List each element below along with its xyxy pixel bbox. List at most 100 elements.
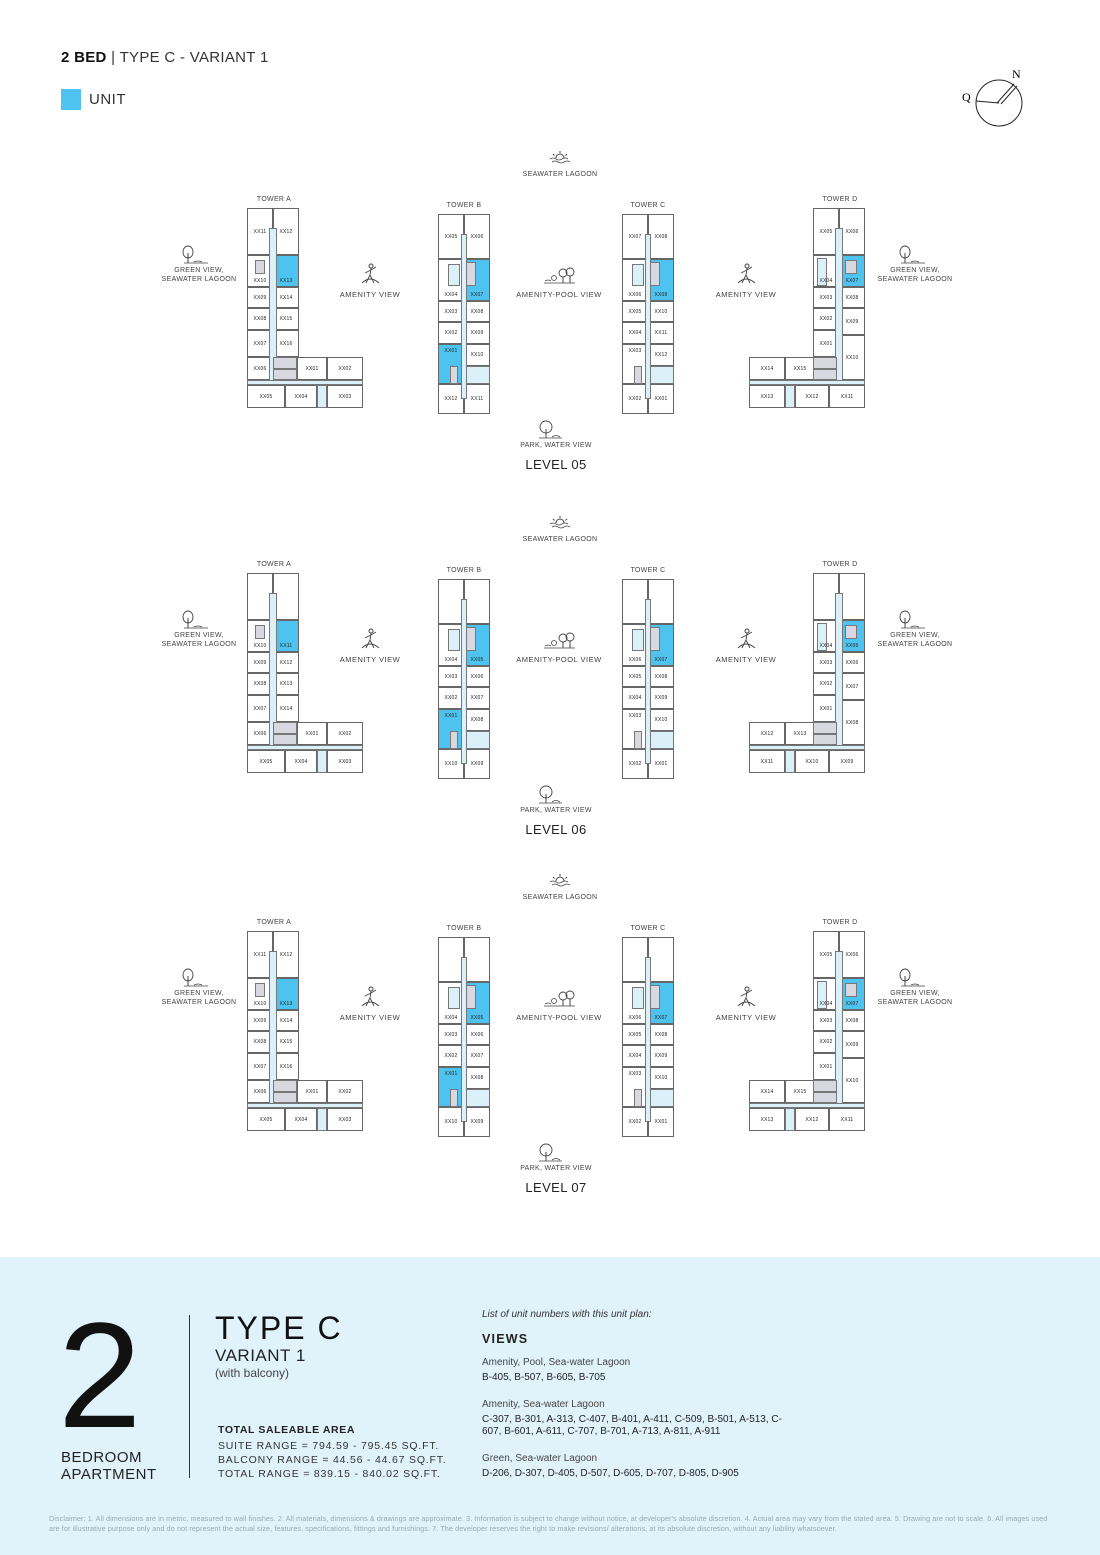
unit[interactable]: XX08 bbox=[648, 214, 674, 259]
unit[interactable]: XX12 bbox=[795, 1108, 829, 1131]
unit-number: XX11 bbox=[253, 228, 267, 235]
unit[interactable]: XX02 bbox=[327, 722, 363, 745]
unit[interactable]: XX03 bbox=[813, 287, 839, 308]
unit[interactable]: XX15 bbox=[785, 1080, 815, 1103]
unit[interactable]: XX12 bbox=[273, 931, 299, 978]
unit[interactable]: XX04 bbox=[285, 750, 317, 773]
unit[interactable]: XX07 bbox=[464, 687, 490, 709]
unit[interactable]: XX01 bbox=[648, 384, 674, 414]
unit[interactable]: XX10 bbox=[648, 301, 674, 322]
unit[interactable]: XX02 bbox=[622, 749, 648, 779]
unit[interactable]: XX02 bbox=[327, 1080, 363, 1103]
unit[interactable]: XX07 bbox=[247, 330, 273, 357]
unit[interactable]: XX12 bbox=[795, 385, 829, 408]
unit[interactable]: XX06 bbox=[464, 214, 490, 259]
unit[interactable]: XX10 bbox=[648, 709, 674, 731]
unit[interactable]: XX09 bbox=[648, 1045, 674, 1067]
unit[interactable]: XX08 bbox=[464, 301, 490, 322]
unit[interactable]: XX02 bbox=[813, 673, 839, 695]
unit[interactable]: XX10 bbox=[464, 344, 490, 366]
unit[interactable]: XX11 bbox=[464, 384, 490, 414]
unit[interactable]: XX03 bbox=[327, 750, 363, 773]
unit[interactable] bbox=[464, 579, 490, 624]
unit[interactable]: XX06 bbox=[839, 931, 865, 978]
unit[interactable]: XX04 bbox=[285, 385, 317, 408]
unit[interactable]: XX07 bbox=[464, 1045, 490, 1067]
unit[interactable]: XX08 bbox=[247, 308, 273, 330]
unit[interactable]: XX05 bbox=[247, 750, 285, 773]
unit[interactable]: XX10 bbox=[839, 335, 865, 380]
unit[interactable]: XX09 bbox=[839, 1031, 865, 1058]
unit[interactable] bbox=[839, 573, 865, 620]
unit[interactable]: XX08 bbox=[648, 1024, 674, 1045]
unit[interactable]: XX07 bbox=[247, 1053, 273, 1080]
unit[interactable]: XX02 bbox=[813, 1031, 839, 1053]
unit[interactable]: XX09 bbox=[839, 308, 865, 335]
unit[interactable]: XX11 bbox=[648, 322, 674, 344]
unit[interactable]: XX14 bbox=[273, 695, 299, 722]
unit[interactable]: XX05 bbox=[622, 666, 648, 687]
unit[interactable] bbox=[438, 937, 464, 982]
unit[interactable]: XX11 bbox=[749, 750, 785, 773]
highlighted-unit[interactable]: XX13 bbox=[273, 255, 299, 287]
unit[interactable]: XX08 bbox=[648, 666, 674, 687]
unit[interactable]: XX12 bbox=[749, 722, 785, 745]
unit[interactable] bbox=[648, 937, 674, 982]
unit[interactable]: XX09 bbox=[648, 687, 674, 709]
unit[interactable]: XX10 bbox=[795, 750, 829, 773]
unit[interactable]: XX10 bbox=[438, 1107, 464, 1137]
unit[interactable]: XX01 bbox=[813, 695, 839, 722]
unit[interactable]: XX12 bbox=[648, 344, 674, 366]
unit[interactable]: XX08 bbox=[247, 1031, 273, 1053]
unit[interactable]: XX12 bbox=[438, 384, 464, 414]
unit[interactable]: XX05 bbox=[247, 385, 285, 408]
unit[interactable]: XX09 bbox=[464, 749, 490, 779]
unit[interactable]: XX01 bbox=[648, 1107, 674, 1137]
unit[interactable]: XX11 bbox=[829, 1108, 865, 1131]
unit[interactable]: XX15 bbox=[785, 357, 815, 380]
unit[interactable]: XX01 bbox=[297, 1080, 327, 1103]
unit[interactable]: XX13 bbox=[749, 385, 785, 408]
core-lift bbox=[273, 722, 297, 734]
unit[interactable]: XX02 bbox=[622, 1107, 648, 1137]
unit[interactable]: XX08 bbox=[464, 1067, 490, 1089]
unit[interactable]: XX14 bbox=[749, 1080, 785, 1103]
unit[interactable]: XX11 bbox=[247, 208, 273, 255]
views-heading: VIEWS bbox=[482, 1332, 529, 1346]
unit[interactable]: XX08 bbox=[464, 709, 490, 731]
unit[interactable]: XX06 bbox=[464, 666, 490, 687]
unit[interactable]: XX01 bbox=[297, 357, 327, 380]
unit[interactable]: XX11 bbox=[829, 385, 865, 408]
unit[interactable]: XX13 bbox=[785, 722, 815, 745]
unit[interactable]: XX03 bbox=[438, 1024, 464, 1045]
unit[interactable]: XX10 bbox=[438, 749, 464, 779]
unit[interactable]: XX12 bbox=[273, 652, 299, 673]
unit[interactable]: XX03 bbox=[327, 1108, 363, 1131]
unit[interactable]: XX01 bbox=[297, 722, 327, 745]
unit[interactable]: XX09 bbox=[464, 1107, 490, 1137]
unit[interactable]: XX05 bbox=[247, 1108, 285, 1131]
unit[interactable]: XX06 bbox=[464, 1024, 490, 1045]
unit[interactable] bbox=[648, 579, 674, 624]
unit[interactable] bbox=[464, 937, 490, 982]
unit[interactable]: XX07 bbox=[622, 214, 648, 259]
unit[interactable]: XX13 bbox=[749, 1108, 785, 1131]
unit[interactable]: XX10 bbox=[648, 1067, 674, 1089]
unit[interactable]: XX05 bbox=[622, 301, 648, 322]
unit[interactable]: XX05 bbox=[622, 1024, 648, 1045]
unit[interactable]: XX02 bbox=[327, 357, 363, 380]
unit[interactable] bbox=[438, 579, 464, 624]
unit[interactable]: XX02 bbox=[622, 384, 648, 414]
unit[interactable]: XX14 bbox=[749, 357, 785, 380]
unit[interactable]: XX05 bbox=[438, 214, 464, 259]
unit[interactable]: XX05 bbox=[813, 208, 839, 255]
unit[interactable]: XX09 bbox=[829, 750, 865, 773]
unit[interactable]: XX01 bbox=[648, 749, 674, 779]
unit[interactable]: XX04 bbox=[285, 1108, 317, 1131]
unit[interactable]: XX01 bbox=[813, 1053, 839, 1080]
unit[interactable]: XX03 bbox=[327, 385, 363, 408]
unit[interactable]: XX09 bbox=[464, 322, 490, 344]
unit[interactable] bbox=[622, 937, 648, 982]
unit[interactable]: XX07 bbox=[247, 695, 273, 722]
unit[interactable] bbox=[622, 579, 648, 624]
